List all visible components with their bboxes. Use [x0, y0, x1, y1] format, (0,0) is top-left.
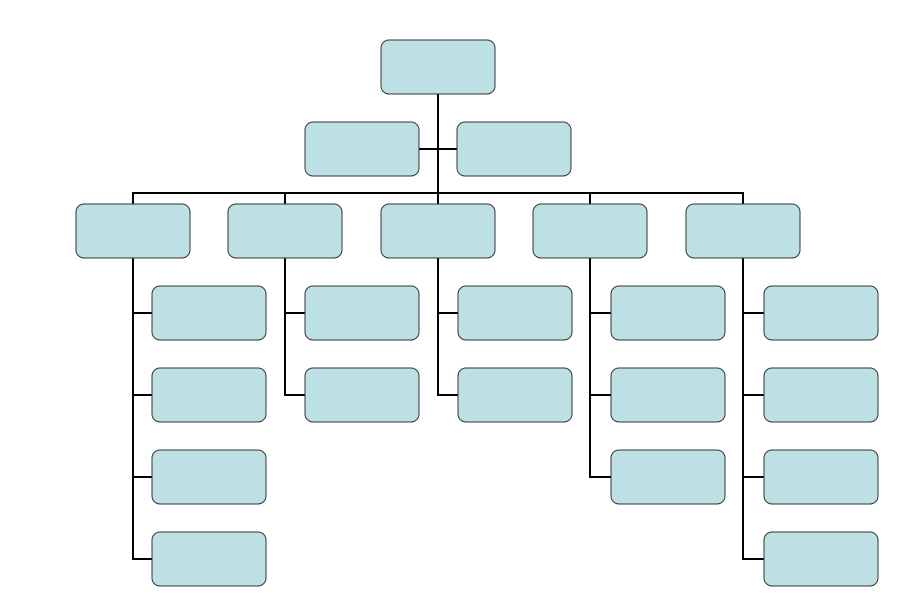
org-node-dept-3-sub-2[interactable] — [457, 367, 573, 423]
connector-lines — [132, 93, 765, 560]
org-node-dept-4-sub-3[interactable] — [610, 449, 726, 505]
org-node-dept-4-sub-2[interactable] — [610, 367, 726, 423]
org-node-dept-1-sub-1[interactable] — [151, 285, 267, 341]
org-node-dept-5-sub-4[interactable] — [763, 531, 879, 587]
org-node-dept-1-sub-3[interactable] — [151, 449, 267, 505]
org-node-box-dept-1-sub-3 — [151, 449, 267, 505]
org-node-box-dept-3 — [380, 203, 496, 259]
org-node-box-dept-2 — [227, 203, 343, 259]
org-node-root[interactable] — [380, 39, 496, 95]
org-node-box-dept-3-sub-2 — [457, 367, 573, 423]
org-node-box-dept-4 — [532, 203, 648, 259]
org-node-dept-5-sub-1[interactable] — [763, 285, 879, 341]
org-node-box-dept-4-sub-2 — [610, 367, 726, 423]
org-node-assistant-left[interactable] — [304, 121, 420, 177]
org-node-box-dept-2-sub-1 — [304, 285, 420, 341]
org-node-dept-5[interactable] — [685, 203, 801, 259]
org-chart-nodes — [75, 39, 879, 587]
org-node-box-assistant-left — [304, 121, 420, 177]
org-node-box-dept-1 — [75, 203, 191, 259]
org-node-box-dept-4-sub-1 — [610, 285, 726, 341]
org-node-box-dept-3-sub-1 — [457, 285, 573, 341]
org-node-box-dept-5 — [685, 203, 801, 259]
org-node-box-dept-5-sub-2 — [763, 367, 879, 423]
org-node-dept-4-sub-1[interactable] — [610, 285, 726, 341]
org-node-dept-1-sub-4[interactable] — [151, 531, 267, 587]
org-node-dept-1[interactable] — [75, 203, 191, 259]
org-node-box-dept-4-sub-3 — [610, 449, 726, 505]
org-node-box-dept-1-sub-4 — [151, 531, 267, 587]
org-node-box-dept-5-sub-4 — [763, 531, 879, 587]
org-node-box-dept-1-sub-2 — [151, 367, 267, 423]
org-node-dept-4[interactable] — [532, 203, 648, 259]
org-node-dept-2-sub-1[interactable] — [304, 285, 420, 341]
org-node-dept-5-sub-3[interactable] — [763, 449, 879, 505]
org-node-dept-2[interactable] — [227, 203, 343, 259]
org-node-dept-3[interactable] — [380, 203, 496, 259]
org-node-dept-3-sub-1[interactable] — [457, 285, 573, 341]
org-node-box-dept-2-sub-2 — [304, 367, 420, 423]
org-node-dept-1-sub-2[interactable] — [151, 367, 267, 423]
org-node-box-dept-1-sub-1 — [151, 285, 267, 341]
org-node-assistant-right[interactable] — [456, 121, 572, 177]
org-node-dept-2-sub-2[interactable] — [304, 367, 420, 423]
org-node-box-dept-5-sub-1 — [763, 285, 879, 341]
org-node-box-dept-5-sub-3 — [763, 449, 879, 505]
org-node-dept-5-sub-2[interactable] — [763, 367, 879, 423]
org-node-box-assistant-right — [456, 121, 572, 177]
org-node-box-root — [380, 39, 496, 95]
